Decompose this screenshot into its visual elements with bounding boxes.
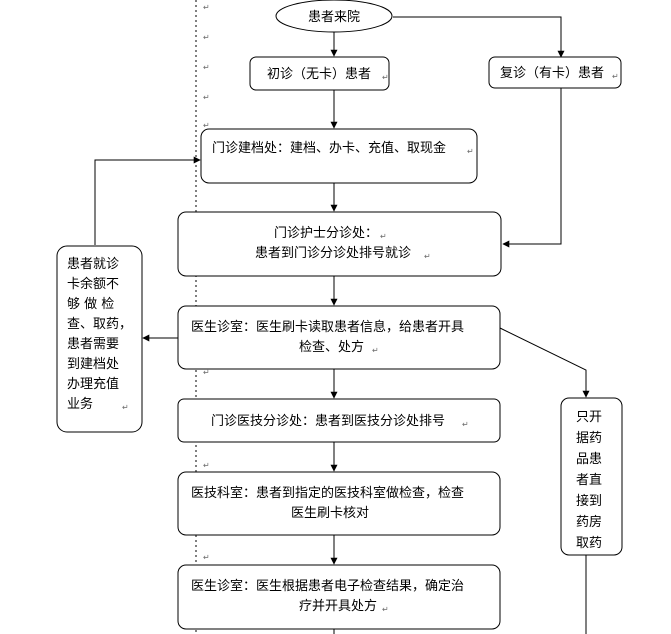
node-start: 患者来院 (275, 0, 393, 33)
paragraph-mark: ↵ (203, 553, 210, 562)
node-triage-body: 患者到门诊分诊处排号就诊 (255, 246, 411, 261)
paragraph-mark: ↵ (203, 33, 210, 42)
node-registration-label: 门诊建档处：建档、办卡、充值、取现金 (212, 140, 446, 156)
paragraph-mark: ↵ (382, 73, 389, 82)
node-insufficient-balance: 患者就诊 卡余额不 够 做 检 查、取药， 患者需要 到建档处 办理充值 业务 … (56, 245, 143, 433)
node-tech-dept-line1: 医技科室：患者到指定的医技科室做检查，检查 (191, 485, 464, 501)
paragraph-mark: ↵ (382, 605, 389, 614)
connectors (94, 16, 590, 634)
node-registration: 门诊建档处：建档、办卡、充值、取现金 ↵ (200, 128, 478, 184)
node-doctor-office-2: 医生诊室：医生根据患者电子检查结果，确定治 疗并开具处方 ↵ (177, 564, 501, 630)
node-pharmacy: 只开 据药 品患 者直 接到 药房 取药 (560, 397, 623, 556)
paragraph-mark: ↵ (424, 252, 431, 261)
node-insufficient-line: 够 做 检 (67, 297, 114, 312)
node-first-visit: 初诊（无卡）患者 ↵ (249, 56, 390, 91)
node-pharmacy-line: 者直 (576, 473, 602, 488)
node-tech-triage-label: 门诊医技分诊处：患者到医技分诊处排号 (211, 414, 445, 429)
paragraph-mark: ↵ (380, 232, 387, 241)
paragraph-mark: ↵ (462, 420, 469, 429)
node-tech-triage: 门诊医技分诊处：患者到医技分诊处排号 ↵ (177, 398, 501, 443)
node-insufficient-line: 办理充值 (67, 376, 119, 392)
paragraph-mark: ↵ (203, 121, 210, 130)
paragraph-mark: ↵ (122, 403, 129, 412)
node-pharmacy-line: 据药 (576, 431, 602, 446)
node-triage: 门诊护士分诊处： ↵ 患者到门诊分诊处排号就诊 ↵ (177, 211, 502, 277)
paragraph-mark: ↵ (203, 461, 210, 470)
paragraph-mark: ↵ (203, 93, 210, 102)
arrow-doctor-to-pharmacy (499, 327, 590, 398)
node-triage-title: 门诊护士分诊处： (274, 226, 378, 241)
node-doctor-office-1-line2: 检查、处方 (299, 339, 364, 355)
paragraph-mark: ↵ (203, 368, 210, 377)
paragraph-mark: ↵ (612, 72, 619, 81)
node-doctor-office-2-line2: 疗并开具处方 (299, 598, 377, 614)
node-insufficient-line: 患者需要 (67, 337, 119, 352)
arrow-start-to-return-visit (393, 16, 565, 58)
node-tech-dept-line2: 医生刷卡核对 (291, 506, 369, 521)
paragraph-marks: ↵ ↵ ↵ ↵ ↵ ↵ ↵ ↵ (203, 3, 210, 562)
node-insufficient-line: 到建档处 (67, 357, 119, 372)
node-insufficient-line: 查、取药， (67, 317, 132, 332)
node-pharmacy-line: 接到 (576, 493, 602, 509)
node-pharmacy-line: 药房 (576, 514, 602, 530)
node-return-visit-label: 复诊（有卡）患者 (500, 66, 604, 81)
node-start-label: 患者来院 (308, 10, 360, 25)
node-tech-dept: 医技科室：患者到指定的医技科室做检查，检查 医生刷卡核对 (177, 471, 501, 536)
node-return-visit: 复诊（有卡）患者 ↵ (488, 56, 622, 89)
node-pharmacy-line: 品患 (576, 452, 602, 467)
paragraph-mark: ↵ (467, 147, 474, 156)
arrow-insufficient-to-registration (94, 156, 201, 245)
paragraph-mark: ↵ (372, 346, 379, 355)
node-doctor-office-1: 医生诊室：医生刷卡读取患者信息，给患者开具 检查、处方 ↵ (177, 305, 501, 370)
paragraph-mark: ↵ (203, 63, 210, 72)
node-insufficient-line: 业务 (67, 396, 93, 412)
node-insufficient-line: 卡余额不 (67, 276, 119, 292)
arrow-return-visit-to-triage (502, 88, 562, 248)
node-first-visit-label: 初诊（无卡）患者 (267, 67, 371, 82)
node-doctor-office-2-line1: 医生诊室：医生根据患者电子检查结果，确定治 (191, 578, 464, 594)
paragraph-mark: ↵ (203, 3, 210, 12)
node-insufficient-line: 患者就诊 (67, 257, 119, 272)
node-pharmacy-line: 只开 (576, 410, 602, 425)
node-pharmacy-line: 取药 (576, 536, 602, 551)
node-doctor-office-1-line1: 医生诊室：医生刷卡读取患者信息，给患者开具 (191, 319, 464, 335)
